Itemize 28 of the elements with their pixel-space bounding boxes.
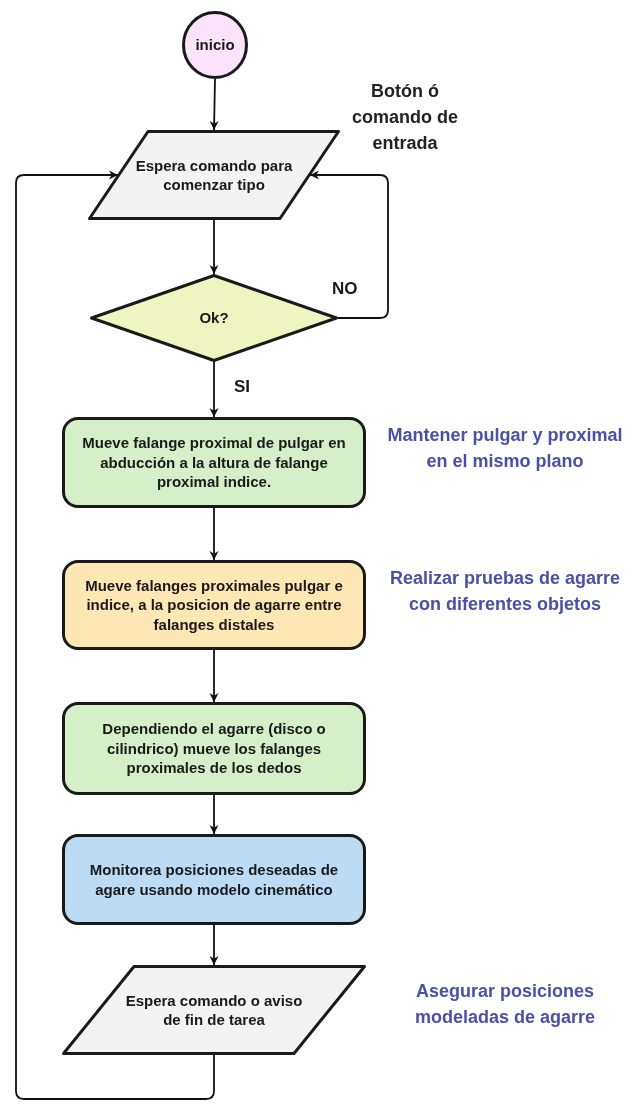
process-box [62, 417, 366, 508]
node-text: Espera comando o aviso de fin de tarea [124, 990, 304, 1030]
input-parallelogram [88, 130, 340, 220]
annotation-text: Botón ó comando de entrada [351, 80, 459, 156]
annotation-text: Realizar pruebas de agarre con diferentes objetos [388, 567, 622, 617]
arrow [209, 794, 219, 835]
node-text: Dependiendo el agarre (disco o cilindrico) mueve los falanges proximales de los dedos [101, 719, 327, 778]
process-box [62, 834, 366, 925]
node-text: inicio [195, 35, 235, 55]
start-circle [182, 11, 248, 79]
node-text: Mueve falanges proximales pulgar e indice, a la posicion de agarre entre falanges distales [84, 575, 344, 635]
arrow [209, 361, 219, 418]
arrow [309, 170, 389, 319]
input-parallelogram [62, 965, 366, 1055]
arrow [209, 507, 219, 561]
process-box [62, 702, 366, 795]
arrow [209, 649, 219, 703]
node-text: Mueve falange proximal de pulgar en abducción a la altura de falange proximal indice. [81, 433, 347, 492]
arrow [209, 78, 219, 131]
annotation-text: Mantener pulgar y proximal en el mismo plano [386, 424, 624, 474]
node-text: Ok? [199, 308, 229, 328]
node-text: Espera comando para comenzar tipo [134, 155, 294, 195]
arrow [15, 170, 215, 1100]
annotation-text: Asegurar posiciones modeladas de agarre [413, 980, 597, 1030]
arrow [209, 219, 219, 275]
node-text: Monitorea posiciones deseadas de agare usando modelo cinemático [88, 860, 340, 899]
arrow [209, 924, 219, 966]
process-box [62, 560, 366, 650]
